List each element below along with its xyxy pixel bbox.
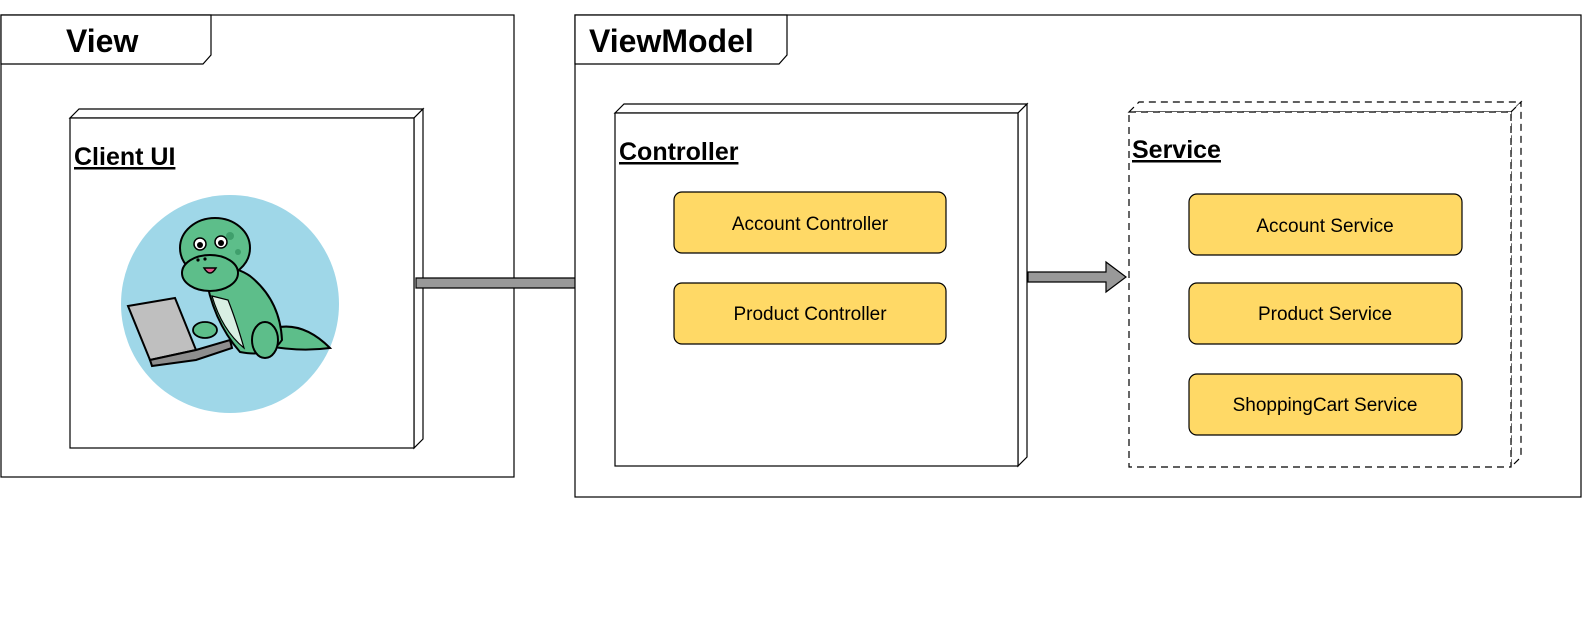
service-title: Service bbox=[1132, 136, 1221, 164]
account-controller-label: Account Controller bbox=[732, 214, 889, 235]
viewmodel-package-title: ViewModel bbox=[589, 23, 754, 59]
controller-title: Controller bbox=[619, 138, 739, 166]
shoppingcart-service-label: ShoppingCart Service bbox=[1233, 395, 1418, 416]
account-service-label: Account Service bbox=[1256, 216, 1393, 237]
product-controller-label: Product Controller bbox=[733, 304, 887, 325]
product-service-label: Product Service bbox=[1258, 304, 1392, 325]
arrow-controller-to-service bbox=[1027, 260, 1127, 294]
client-ui-title: Client UI bbox=[74, 143, 175, 171]
client-ui-node: Client UI bbox=[68, 107, 425, 450]
shoppingcart-service-box: ShoppingCart Service bbox=[1188, 373, 1463, 436]
product-service-box: Product Service bbox=[1188, 282, 1463, 345]
view-package-title: View bbox=[66, 23, 138, 59]
product-controller-box: Product Controller bbox=[673, 282, 947, 345]
controller-node: Controller Account Controller Product Co… bbox=[613, 102, 1029, 468]
account-controller-box: Account Controller bbox=[673, 191, 947, 254]
service-node: Service Account Service Product Service … bbox=[1127, 100, 1523, 469]
dinosaur-laptop-icon bbox=[121, 195, 339, 413]
account-service-box: Account Service bbox=[1188, 193, 1463, 256]
